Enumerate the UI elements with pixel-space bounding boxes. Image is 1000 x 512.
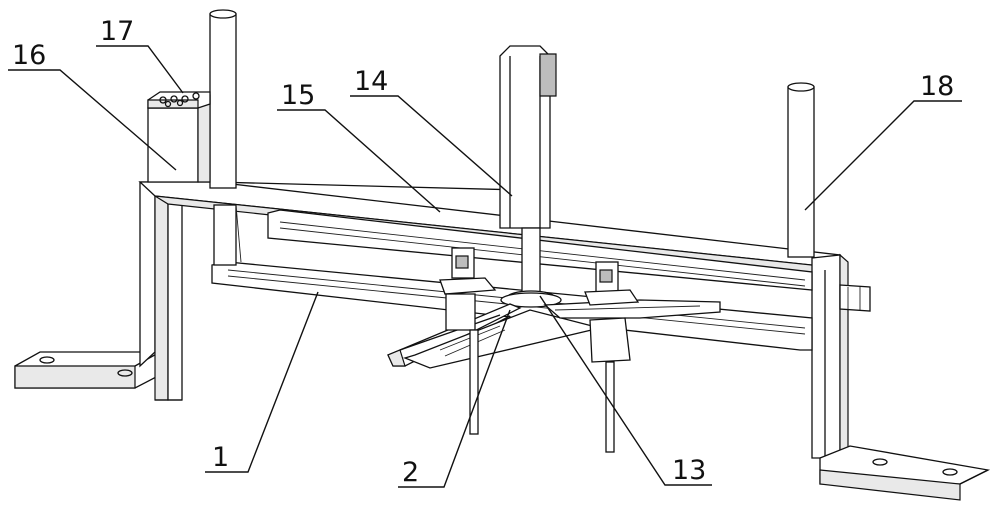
leader-17: [96, 45, 184, 94]
right-frame-leg: [811, 253, 849, 463]
callout-13: 13: [672, 455, 706, 486]
control-panel-buttons: [159, 92, 200, 108]
left-foot-plate: [14, 351, 161, 389]
left-gripper-carriage: [439, 247, 497, 435]
callout-14: 14: [354, 66, 388, 97]
callout-17: 17: [100, 16, 134, 47]
top-frame-beam: [138, 181, 841, 277]
right-foot-plate: [819, 445, 991, 501]
leader-15: [277, 109, 441, 213]
leader-14: [350, 95, 513, 197]
left-vertical-post: [209, 9, 242, 266]
callout-15: 15: [281, 80, 315, 111]
callout-16: 16: [12, 40, 46, 71]
leader-18: [804, 100, 962, 211]
leader-lines: [8, 45, 962, 488]
leader-13: [539, 295, 712, 486]
central-lifting-column: [499, 45, 557, 306]
leader-1: [205, 291, 319, 473]
callout-2: 2: [402, 457, 419, 488]
callout-1: 1: [212, 442, 229, 473]
right-vertical-post: [787, 82, 815, 258]
leader-16: [8, 69, 177, 171]
right-gripper-carriage: [584, 261, 640, 453]
callout-18: 18: [920, 71, 954, 102]
leader-2: [398, 309, 511, 488]
rotary-arm-assembly: [387, 292, 721, 369]
